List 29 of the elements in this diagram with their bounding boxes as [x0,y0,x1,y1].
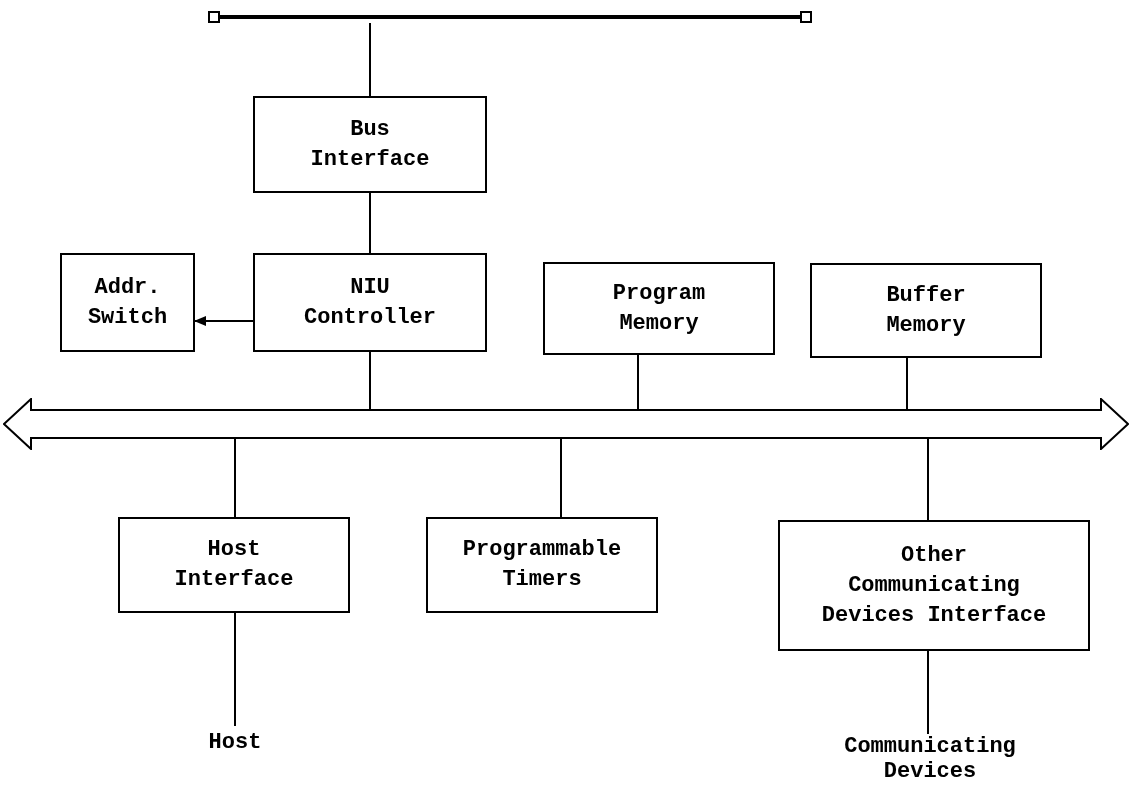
endpoint-label: Host [207,729,263,755]
block-box [118,517,350,613]
block-box [543,262,775,355]
block-label: Addr. Switch [87,273,168,332]
connector-line [234,612,236,727]
connector-line [560,437,562,518]
block-label: Host Interface [174,536,294,594]
connector-line [927,650,929,735]
block-box [778,520,1090,651]
arrow [194,316,254,326]
block-label: Programmable Timers [462,536,622,594]
block-box [426,517,658,613]
block-label: Program Memory [612,279,706,338]
connector-line [906,357,908,411]
block-box [253,253,487,352]
connector-line [927,437,929,521]
block-label: Bus Interface [309,115,431,174]
connector-line [234,437,236,518]
block-label: NIU Controller [304,273,436,332]
block-label: Other Communicating Devices Interface [820,541,1048,630]
connector-line [369,351,371,411]
block-box [60,253,195,352]
connector-line [369,192,371,254]
connector-line [637,354,639,411]
block-box [253,96,487,193]
endpoint-label: Communicating Devices [844,734,1016,784]
block-box [810,263,1042,358]
block-label: Buffer Memory [886,281,966,340]
connector-line [369,22,371,97]
